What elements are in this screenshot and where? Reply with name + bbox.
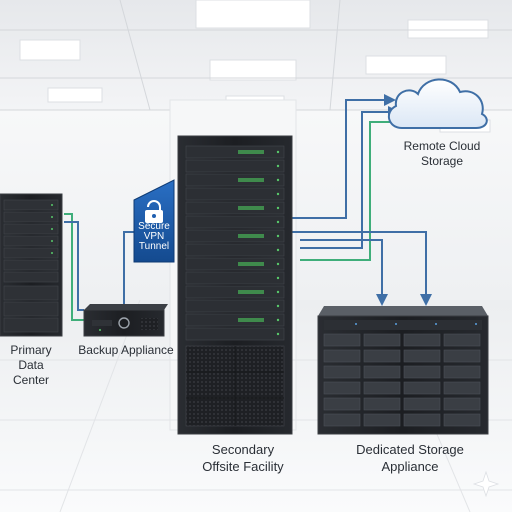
primary-label-line1: Primary bbox=[10, 343, 52, 357]
connector-secondary-storage-2 bbox=[300, 239, 388, 306]
storage-label-line2: Appliance bbox=[381, 459, 439, 474]
secondary-rack bbox=[177, 135, 293, 435]
storage-label-line1: Dedicated Storage bbox=[356, 442, 464, 457]
connector-secondary-cloud-1 bbox=[292, 94, 396, 219]
vpn-shield bbox=[133, 179, 175, 263]
secondary-facility-label: Secondary Offsite Facility bbox=[188, 441, 298, 475]
primary-label-line2: Data Center bbox=[12, 358, 50, 387]
connector-backup-vpn bbox=[123, 231, 134, 306]
vpn-label-line3: Tunnel bbox=[138, 241, 170, 252]
cloud-label-line2: Storage bbox=[420, 154, 464, 168]
lock-icon bbox=[145, 200, 163, 223]
connector-primary-backup-green bbox=[64, 213, 84, 321]
primary-data-center-label: Primary Data Center bbox=[0, 343, 62, 388]
sparkle-icon bbox=[472, 470, 500, 498]
vpn-label-line2: VPN bbox=[143, 231, 165, 242]
remote-cloud-label: Remote Cloud Storage bbox=[382, 139, 502, 169]
primary-rack bbox=[0, 193, 63, 337]
connector-lines bbox=[64, 94, 432, 321]
storage-appliance-label: Dedicated Storage Appliance bbox=[340, 441, 480, 475]
connector-primary-backup-blue bbox=[64, 221, 84, 311]
vpn-label-line1: Secure bbox=[138, 221, 170, 232]
vpn-tunnel-label: Secure VPN Tunnel bbox=[132, 222, 176, 252]
cloud-label-line1: Remote Cloud bbox=[403, 139, 481, 153]
backup-label-text: Backup Appliance bbox=[78, 343, 174, 357]
connector-secondary-storage-1 bbox=[292, 231, 432, 306]
storage-appliance bbox=[317, 306, 489, 435]
secondary-label-line1: Secondary bbox=[211, 442, 275, 457]
connector-secondary-cloud-green bbox=[300, 121, 392, 261]
cloud-icon bbox=[387, 78, 488, 129]
backup-appliance-label: Backup Appliance bbox=[76, 343, 176, 358]
connector-secondary-cloud-2 bbox=[300, 106, 400, 249]
backup-appliance bbox=[83, 304, 168, 337]
secondary-label-line2: Offsite Facility bbox=[202, 459, 284, 474]
